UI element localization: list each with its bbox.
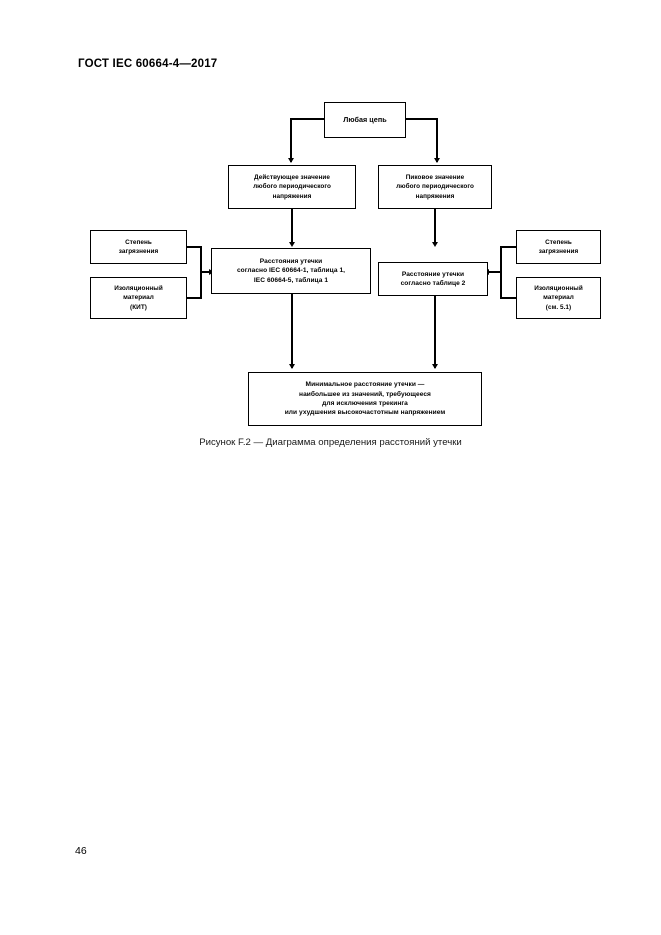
node-minimum-creepage: Минимальное расстояние утечки — наибольш…: [248, 372, 482, 426]
connector-left-material-to-bus: [186, 297, 202, 299]
node-pollution-degree-left-label: Степень загрязнения: [118, 238, 159, 255]
figure-caption: Рисунок F.2 — Диаграмма определения расс…: [199, 437, 462, 448]
connector-creepage-table2-to-minimum: [434, 296, 436, 368]
connector-left-pollution-to-bus: [186, 246, 202, 248]
node-insulating-material-left: Изоляционный материал (КИТ): [90, 277, 187, 319]
node-pollution-degree-right: Степень загрязнения: [516, 230, 601, 264]
connector-left-bus-to-creepage-iec: [200, 271, 212, 273]
node-peak-value: Пиковое значение любого периодического н…: [378, 165, 492, 209]
node-any-circuit-label: Любая цепь: [343, 114, 387, 124]
connector-right-material-to-bus: [500, 297, 517, 299]
arrowhead-into-peak-box: [434, 158, 440, 163]
node-rms-value: Действующее значение любого периодическо…: [228, 165, 356, 209]
connector-right-bus-to-creepage-table2: [489, 271, 501, 273]
arrowhead-into-minimum-right: [431, 364, 438, 369]
arrowhead-into-rms-box: [287, 158, 294, 163]
connector-rms-to-creepage-iec: [291, 209, 293, 245]
arrowhead-into-creepage-iec: [288, 242, 295, 247]
node-peak-value-label: Пиковое значение любого периодического н…: [396, 174, 474, 200]
node-insulating-material-left-label: Изоляционный материал (КИТ): [114, 285, 163, 311]
page-number: 46: [75, 845, 87, 857]
node-creepage-table2-label: Расстояние утечки согласно таблице 2: [400, 270, 466, 287]
node-creepage-table2: Расстояние утечки согласно таблице 2: [378, 262, 488, 296]
node-creepage-iec-label: Расстояния утечки согласно IEC 60664-1, …: [236, 257, 346, 284]
node-minimum-creepage-label: Минимальное расстояние утечки — наибольш…: [284, 381, 446, 417]
connector-top-to-right-vertical: [436, 118, 438, 162]
figure-f2-flowchart: Любая цепь Действующее значение любого п…: [90, 102, 601, 426]
document-header: ГОСТ IEC 60664-4—2017: [78, 58, 218, 70]
node-rms-value-label: Действующее значение любого периодическо…: [253, 174, 331, 200]
connector-top-to-right-horizontal: [404, 118, 438, 120]
connector-top-to-left-vertical: [290, 118, 292, 162]
connector-peak-to-creepage-table2: [434, 209, 436, 245]
connector-right-pollution-to-bus: [500, 246, 517, 248]
node-insulating-material-right: Изоляционный материал (см. 5.1): [516, 277, 601, 319]
node-pollution-degree-right-label: Степень загрязнения: [538, 238, 579, 255]
node-insulating-material-right-label: Изоляционный материал (см. 5.1): [534, 285, 583, 311]
node-any-circuit: Любая цепь: [324, 102, 406, 138]
node-creepage-iec: Расстояния утечки согласно IEC 60664-1, …: [211, 248, 371, 294]
arrowhead-into-minimum-left: [288, 364, 295, 369]
connector-top-to-left-horizontal: [290, 118, 326, 120]
arrowhead-into-creepage-table2: [431, 242, 438, 247]
node-pollution-degree-left: Степень загрязнения: [90, 230, 187, 264]
connector-creepage-iec-to-minimum: [291, 294, 293, 368]
